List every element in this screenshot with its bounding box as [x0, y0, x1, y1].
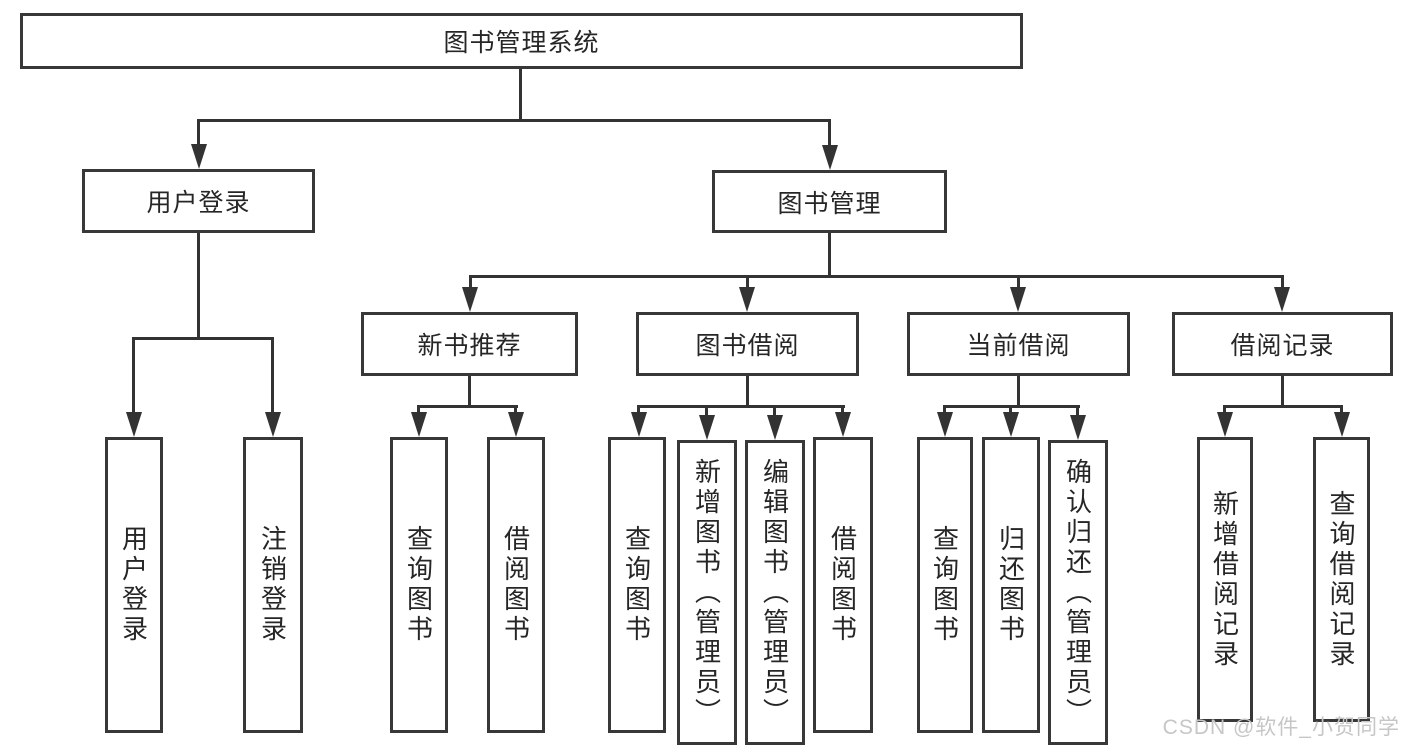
connector-drop-bb-edit — [773, 405, 776, 417]
connector-drop-new-book — [469, 275, 472, 289]
connector-borrow-records-branch — [1223, 405, 1343, 408]
connector-current-borrow-trunk — [1017, 376, 1020, 405]
node-root-system: 图书管理系统 — [20, 13, 1023, 69]
arrowhead-user-login — [191, 144, 207, 169]
arrowhead-new-book — [462, 287, 478, 312]
csdn-watermark: CSDN @软件_小贺同学 — [1162, 716, 1400, 739]
node-book-management: 图书管理 — [712, 170, 947, 233]
arrowhead-bb-query — [631, 412, 647, 437]
leaf-user-login: 用户登录 — [105, 437, 163, 733]
connector-drop-cb-return — [1009, 405, 1012, 415]
arrowhead-leaf-logout — [265, 412, 281, 437]
connector-drop-book-management — [828, 119, 831, 147]
arrowhead-bb-borrow — [835, 412, 851, 437]
arrowhead-nbr-borrow — [508, 412, 524, 437]
arrowhead-nbr-query — [411, 412, 427, 437]
arrowhead-cb-return — [1003, 412, 1019, 437]
arrowhead-book-management — [822, 145, 838, 170]
connector-root-trunk — [519, 69, 522, 119]
connector-user-login-trunk — [197, 233, 200, 337]
node-new-book-recommend: 新书推荐 — [361, 312, 578, 376]
connector-drop-book-borrow — [746, 275, 749, 289]
leaf-br-query-record: 查询借阅记录 — [1313, 437, 1370, 722]
arrowhead-leaf-user-login — [126, 412, 142, 437]
connector-drop-bb-borrow — [841, 405, 844, 415]
connector-drop-br-query — [1340, 405, 1343, 415]
connector-drop-leaf-user-login — [132, 337, 135, 414]
connector-drop-borrow-records — [1281, 275, 1284, 289]
arrowhead-cb-query — [937, 412, 953, 437]
node-book-borrow: 图书借阅 — [636, 312, 859, 376]
arrowhead-cb-confirm — [1070, 415, 1086, 440]
connector-drop-current-borrow — [1017, 275, 1020, 289]
node-current-borrow: 当前借阅 — [907, 312, 1130, 376]
arrowhead-bb-edit — [767, 415, 783, 440]
arrowhead-borrow-records — [1274, 287, 1290, 312]
connector-drop-bb-add — [705, 405, 708, 417]
connector-drop-cb-confirm — [1076, 405, 1079, 417]
connector-book-management-trunk — [828, 233, 831, 275]
connector-drop-leaf-logout — [271, 337, 274, 414]
arrowhead-book-borrow — [739, 287, 755, 312]
connector-book-borrow-trunk — [746, 376, 749, 405]
leaf-br-add-record: 新增借阅记录 — [1197, 437, 1253, 722]
connector-drop-bb-query — [637, 405, 640, 415]
connector-level2-branch — [197, 119, 831, 122]
arrowhead-br-query — [1334, 412, 1350, 437]
connector-drop-br-add — [1223, 405, 1226, 415]
connector-drop-user-login — [197, 119, 200, 147]
leaf-logout: 注销登录 — [243, 437, 303, 733]
connector-drop-nbr-borrow — [514, 405, 517, 415]
leaf-bb-borrow-books: 借阅图书 — [813, 437, 873, 733]
arrowhead-current-borrow — [1010, 287, 1026, 312]
leaf-nbr-borrow-books: 借阅图书 — [487, 437, 545, 733]
leaf-bb-add-books-admin: 新增图书（管理员） — [677, 440, 737, 745]
connector-new-book-branch — [417, 405, 518, 408]
leaf-cb-return-books: 归还图书 — [982, 437, 1040, 733]
leaf-bb-edit-books-admin: 编辑图书（管理员） — [745, 440, 805, 745]
leaf-nbr-query-books: 查询图书 — [390, 437, 448, 733]
connector-level3-branch — [469, 275, 1283, 278]
leaf-cb-query-books: 查询图书 — [917, 437, 973, 733]
node-borrow-records: 借阅记录 — [1172, 312, 1393, 376]
connector-user-login-branch — [132, 337, 274, 340]
leaf-cb-confirm-return-admin: 确认归还（管理员） — [1048, 440, 1108, 745]
connector-borrow-records-trunk — [1281, 376, 1284, 405]
arrowhead-br-add — [1217, 412, 1233, 437]
connector-drop-nbr-query — [417, 405, 420, 415]
connector-new-book-trunk — [468, 376, 471, 405]
connector-drop-cb-query — [943, 405, 946, 415]
arrowhead-bb-add — [699, 415, 715, 440]
node-user-login: 用户登录 — [82, 169, 315, 233]
connector-book-borrow-branch — [637, 405, 845, 408]
leaf-bb-query-books: 查询图书 — [608, 437, 666, 733]
